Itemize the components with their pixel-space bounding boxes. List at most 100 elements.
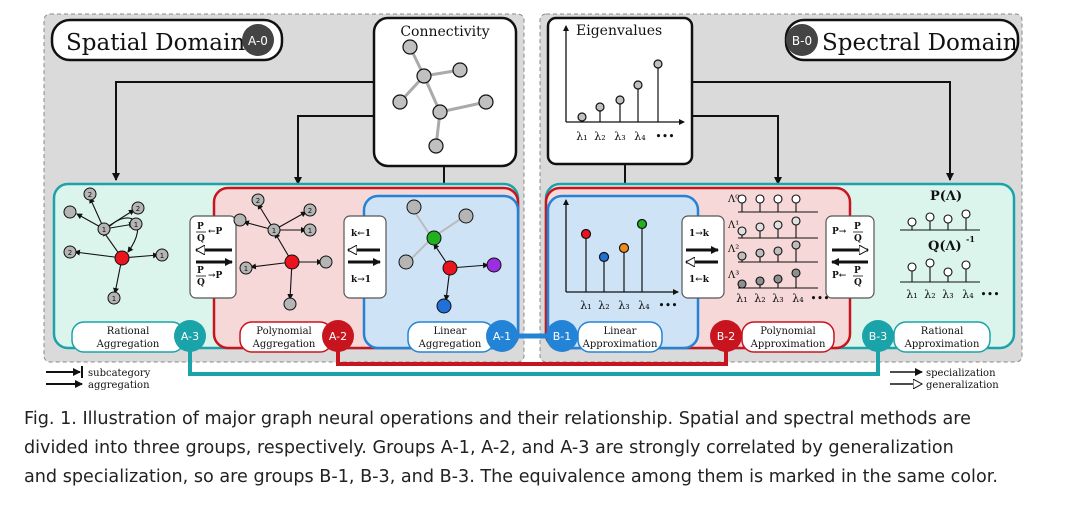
svg-text:•••: •••	[658, 299, 677, 312]
linear-approximation-label-box	[577, 321, 663, 353]
legend-left: subcategory aggregation	[46, 366, 151, 391]
svg-text:Q: Q	[854, 234, 862, 244]
linear-aggregation-label-2: Aggregation	[418, 339, 482, 350]
linear-approx-axis-labels: λ₁ λ₂ λ₃ λ₄ •••	[580, 299, 677, 312]
svg-text:A-1: A-1	[493, 330, 511, 343]
polynomial-approximation-label-1: Polynomial	[760, 326, 816, 337]
badge-a3	[174, 320, 206, 352]
linear-approx-axes	[563, 199, 679, 295]
spectral-domain-title: Spectral Domain	[822, 30, 1018, 56]
svg-text:1: 1	[244, 265, 248, 273]
spatial-domain-badge-label: A-0	[248, 34, 268, 48]
linear-approximation-label-1: Linear	[604, 326, 637, 337]
pq-transform-box	[189, 215, 237, 299]
svg-text:λ₁: λ₁	[576, 130, 587, 143]
svg-text:←P: ←P	[208, 227, 223, 237]
svg-text:1←k: 1←k	[689, 275, 710, 285]
svg-text:B-3: B-3	[869, 330, 888, 343]
svg-text:A-2: A-2	[329, 330, 347, 343]
legend-subcategory: subcategory	[88, 368, 151, 379]
linear-transform-text: 1→k 1←k	[689, 229, 710, 285]
svg-text:λ₃: λ₃	[614, 130, 625, 143]
linear-graph-nodes	[398, 199, 502, 314]
svg-text:2: 2	[88, 191, 92, 199]
polynomial-equivalence-link	[336, 345, 728, 366]
rational-equivalence-link	[188, 345, 880, 376]
svg-text:-1: -1	[966, 234, 975, 244]
svg-text:λ₄: λ₄	[962, 288, 974, 301]
svg-text:Q: Q	[197, 278, 205, 288]
graph-operations-diagram: Spatial Domain A-0 Spectral Domain B-0 C…	[43, 13, 1023, 391]
eigenvalue-axis-labels: λ₁ λ₂ λ₃ λ₄ •••	[576, 130, 674, 143]
polynomial-graph-labels: 2 1 2 1 1	[244, 197, 312, 273]
rational-approximation-label-1: Rational	[921, 326, 964, 337]
svg-text:2: 2	[256, 197, 260, 205]
polynomial-graph-nodes	[233, 193, 333, 311]
eigenvalues-title: Eigenvalues	[576, 23, 662, 39]
svg-text:A-3: A-3	[181, 330, 199, 343]
linear-aggregation-label-1: Linear	[434, 326, 467, 337]
lambda-power-rows	[737, 194, 818, 289]
svg-text:λ₃: λ₃	[772, 292, 783, 305]
pq-transform-text: P Q ←P P Q →P	[196, 222, 223, 288]
svg-text:1: 1	[102, 226, 106, 234]
linear-transform-box	[681, 215, 725, 299]
badge-a2	[322, 320, 354, 352]
svg-text:2: 2	[308, 207, 312, 215]
svg-text:P: P	[197, 266, 204, 276]
caption-line-1: Fig. 1. Illustration of major graph neur…	[24, 409, 971, 429]
polynomial-aggregation-label-2: Aggregation	[252, 339, 316, 350]
svg-text:λ₁: λ₁	[736, 292, 747, 305]
svg-text:λ₃: λ₃	[942, 288, 953, 301]
rational-aggregation-label-1: Rational	[107, 326, 150, 337]
rational-approximation-label-2: Approximation	[904, 339, 980, 350]
spectral-domain-badge-label: B-0	[792, 34, 812, 48]
svg-text:P←: P←	[832, 271, 847, 281]
svg-text:1: 1	[160, 252, 164, 260]
badge-a1	[486, 320, 518, 352]
aggregation-arrows	[112, 81, 954, 193]
k-transform-text: k←1 k→1	[351, 229, 371, 285]
svg-text:Λ²: Λ²	[727, 244, 739, 255]
rational-denominator-stems	[900, 258, 980, 283]
connectivity-box	[372, 16, 518, 168]
svg-text:λ₄: λ₄	[792, 292, 804, 305]
svg-text:1→k: 1→k	[689, 229, 710, 239]
svg-text:k→1: k→1	[351, 275, 371, 285]
svg-text:λ₁: λ₁	[580, 299, 591, 312]
lambda-power-labels: Λ⁰ Λ¹ Λ² Λ³	[727, 194, 739, 281]
badge-b2	[710, 320, 742, 352]
legend-generalization: generalization	[926, 380, 999, 391]
svg-text:λ₃: λ₃	[618, 299, 629, 312]
svg-text:k←1: k←1	[351, 229, 371, 239]
spatial-domain-title: Spatial Domain	[66, 30, 245, 56]
rational-aggregation-label-2: Aggregation	[96, 339, 160, 350]
polynomial-approximation-label-2: Approximation	[750, 339, 826, 350]
svg-text:1: 1	[308, 227, 312, 235]
rational-approx-axis-labels: λ₁ λ₂ λ₃ λ₄ •••	[906, 288, 999, 301]
rational-approx-transform-box	[825, 215, 875, 299]
svg-text:2: 2	[136, 205, 140, 213]
svg-text:Λ⁰: Λ⁰	[727, 194, 739, 205]
connectivity-nodes	[392, 39, 494, 154]
spatial-domain-title-box	[50, 18, 284, 62]
svg-text:•••: •••	[980, 288, 999, 301]
linear-approximation-label-2: Approximation	[582, 339, 658, 350]
polynomial-aggregation-label-1: Polynomial	[256, 326, 312, 337]
caption-line-2: divided into three groups, respectively.…	[24, 438, 954, 458]
caption-line-3: and specialization, so are groups B-1, B…	[24, 467, 998, 487]
svg-text:λ₁: λ₁	[906, 288, 917, 301]
svg-text:P→: P→	[832, 227, 847, 237]
svg-text:λ₂: λ₂	[598, 299, 609, 312]
badge-b1	[546, 320, 578, 352]
legend-aggregation: aggregation	[88, 380, 150, 391]
svg-text:B-1: B-1	[553, 330, 572, 343]
svg-text:λ₄: λ₄	[634, 130, 646, 143]
svg-text:B-2: B-2	[717, 330, 736, 343]
svg-text:λ₄: λ₄	[638, 299, 650, 312]
svg-text:Q(Λ): Q(Λ)	[928, 239, 962, 254]
connectivity-title: Connectivity	[400, 24, 489, 40]
spatial-domain-badge	[242, 24, 274, 56]
svg-text:λ₂: λ₂	[594, 130, 605, 143]
svg-text:1: 1	[112, 295, 116, 303]
